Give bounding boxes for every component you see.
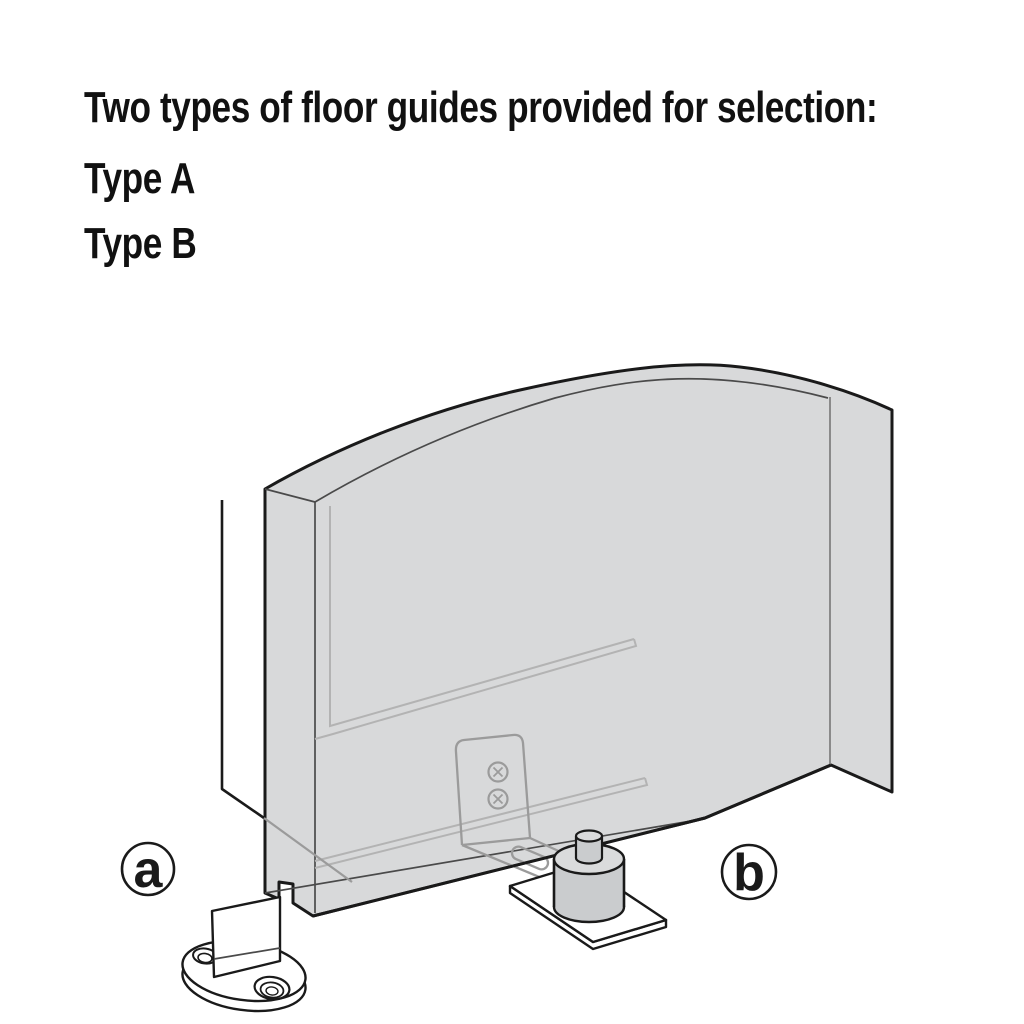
door-front-bottom-edge [312, 763, 832, 918]
door-top-left-crease [264, 488, 316, 503]
door-panel [263, 363, 894, 918]
callout-a: a [120, 841, 176, 899]
phillips-screw-icon [487, 761, 509, 783]
type-b-roller-guide [508, 829, 668, 951]
type-b-label: Type B [84, 219, 197, 268]
bracket-bend-crease [461, 836, 531, 847]
door-front-top-edge [314, 377, 829, 503]
page-title: Two types of floor guides provided for s… [84, 83, 878, 132]
wall-edge-line [220, 500, 353, 883]
guide-base-screw-hole [253, 975, 291, 1001]
callout-b: b [720, 843, 778, 902]
bracket-slot [510, 845, 550, 871]
callout-a-letter: a [134, 841, 164, 899]
type-a-floor-guide [181, 895, 307, 1013]
type-a-label: Type A [84, 154, 196, 203]
door-panel-bevel-lines [314, 506, 649, 869]
door-back-bottom-edge [264, 818, 704, 894]
roller-pin [574, 829, 604, 865]
guide-tongue-fold [213, 947, 281, 960]
phillips-screw-icon [487, 788, 509, 810]
callout-b-letter: b [733, 844, 765, 902]
